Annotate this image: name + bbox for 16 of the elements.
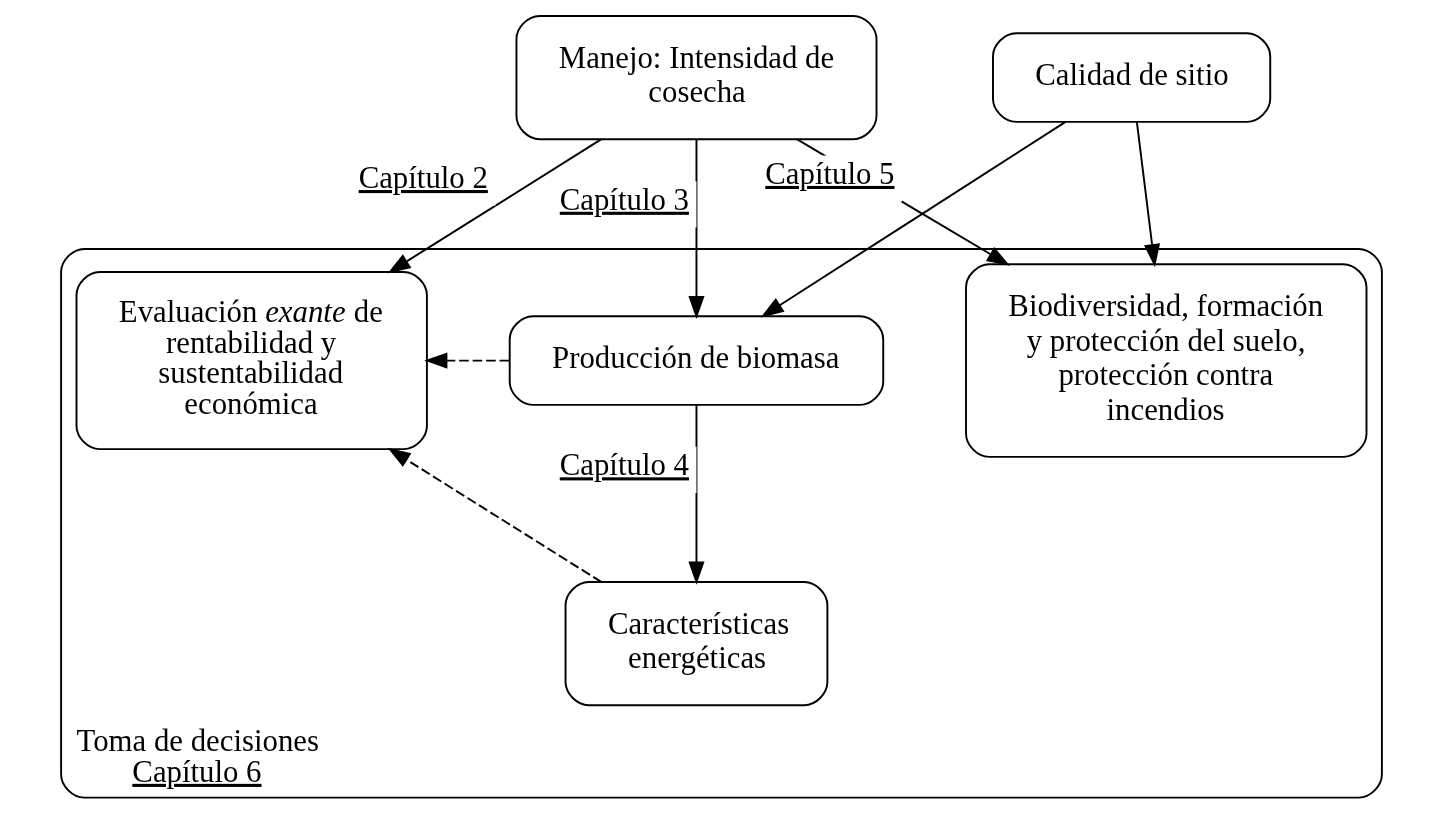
node-box: Características energéticas	[564, 581, 829, 707]
node-box: Producción de biomasa	[508, 315, 885, 406]
arrow	[387, 447, 603, 583]
edge-label: Capítulo 2	[358, 161, 488, 195]
node-box: Evaluación exante de rentabilidad y sustentabilidad económica	[75, 271, 428, 451]
edge-label: Capítulo 4	[559, 448, 689, 483]
arrow	[424, 352, 511, 369]
node-box: Calidad de sitio	[992, 32, 1272, 123]
arrow	[688, 138, 705, 320]
arrow	[688, 403, 705, 585]
edge-label: Capítulo 5	[765, 156, 895, 191]
arrow	[387, 138, 602, 274]
edge-label: Capítulo 3	[559, 182, 689, 217]
arrow	[1135, 120, 1161, 268]
node-box: Biodiversidad, formación y protección del suelo, protección contra incendios	[965, 263, 1368, 458]
node-box: Manejo: Intensidad de cosecha	[515, 15, 878, 141]
